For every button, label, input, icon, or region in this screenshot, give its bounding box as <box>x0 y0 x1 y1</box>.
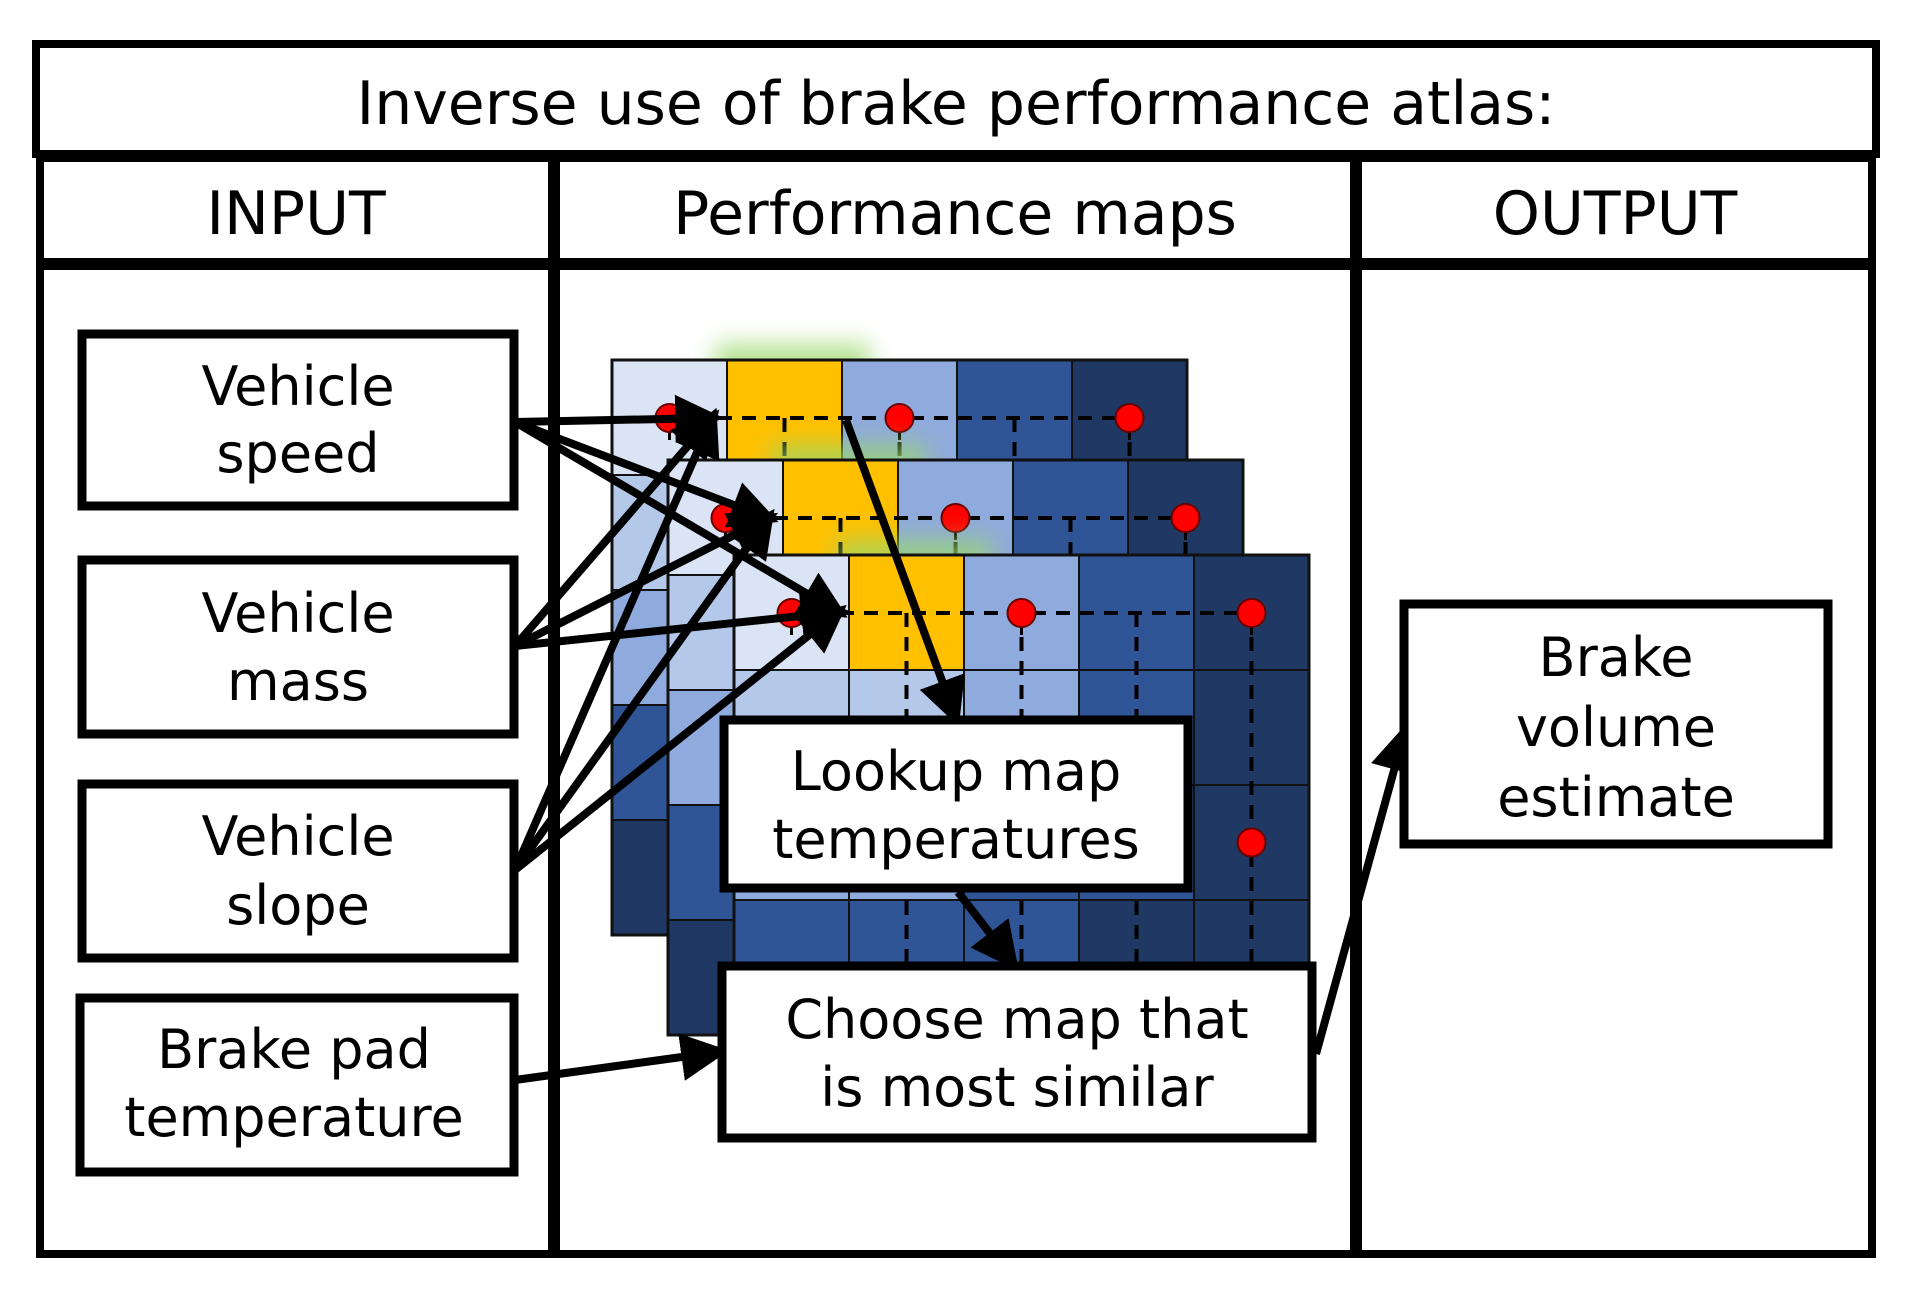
input-label-line: Vehicle <box>201 582 394 645</box>
process-box-lookup-map-temperatures: Lookup map temperatures <box>719 715 1193 893</box>
arrow-map-to-lookup <box>842 418 965 727</box>
measurement-pin <box>884 403 915 433</box>
input-label-line: Vehicle <box>201 355 394 418</box>
measurement-pin <box>940 503 971 533</box>
measurement-pin <box>1170 503 1201 533</box>
output-box-brake-volume-estimate: Brake volume estimate <box>1399 599 1833 849</box>
arrow-speed-to-map-2 <box>513 418 779 528</box>
process-label-line: Choose map that <box>785 988 1248 1051</box>
input-label-line: mass <box>227 650 369 713</box>
arrow-slope-to-map-2 <box>511 508 775 873</box>
input-label-line: Vehicle <box>201 805 394 868</box>
process-label-line: is most similar <box>820 1056 1214 1119</box>
input-box-brake-pad-temperature: Brake pad temperature <box>75 993 519 1177</box>
column-header-output: OUTPUT <box>1493 179 1738 249</box>
measurement-pin <box>1114 403 1145 433</box>
measurement-pin <box>1006 598 1037 628</box>
measurement-pin <box>1236 827 1267 858</box>
arrow-padtemp-to-choose <box>514 1033 730 1084</box>
input-label-line: speed <box>216 422 379 485</box>
arrow-speed-to-map-1 <box>514 394 724 443</box>
measurement-pin <box>1236 598 1267 628</box>
column-header-performance-maps: Performance maps <box>673 179 1237 249</box>
input-box-vehicle-speed: Vehicle speed <box>77 329 519 511</box>
arrow-speed-to-map-3 <box>512 418 848 618</box>
arrow-mass-to-map-3 <box>514 591 850 650</box>
arrow-slope-to-map-3 <box>512 605 847 874</box>
output-label-line: Brake <box>1539 626 1694 689</box>
connection-arrows <box>511 394 1418 1084</box>
input-box-vehicle-mass: Vehicle mass <box>77 555 519 739</box>
process-label-line: temperatures <box>772 808 1140 871</box>
output-label-line: volume <box>1516 696 1716 759</box>
diagram-title: Inverse use of brake performance atlas: <box>357 69 1556 139</box>
output-label-line: estimate <box>1497 766 1735 829</box>
input-box-vehicle-slope: Vehicle slope <box>77 779 519 963</box>
input-label-line: temperature <box>124 1086 463 1149</box>
arrow-lookup-to-choose <box>954 889 1019 971</box>
arrow-slope-to-map-1 <box>511 407 720 872</box>
input-label-line: Brake pad <box>157 1018 431 1081</box>
process-box-choose-most-similar-map: Choose map that is most similar <box>717 961 1317 1143</box>
input-label-line: slope <box>226 874 370 937</box>
column-header-input: INPUT <box>206 179 386 249</box>
arrow-choose-to-output <box>1312 723 1418 1056</box>
process-label-line: Lookup map <box>791 740 1121 803</box>
